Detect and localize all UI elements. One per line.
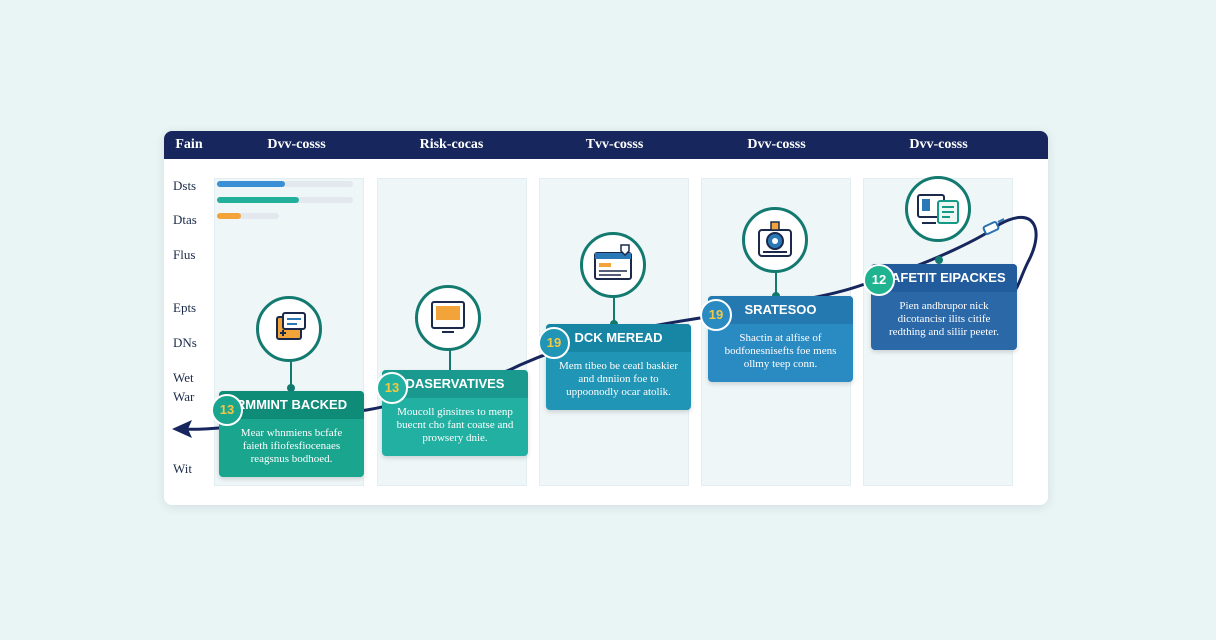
header-column-1: Dvv-cosss xyxy=(267,137,326,152)
progress-bar-orange xyxy=(217,213,241,219)
row-label: Wet xyxy=(173,370,194,385)
step-badge: 19 xyxy=(538,327,570,359)
step-badge: 19 xyxy=(700,299,732,331)
row-label: Dsts xyxy=(173,178,197,193)
monitor-icon xyxy=(431,301,465,333)
header-row: Fain Dvv-cosss Risk-cocas Tvv-cosss Dvv-… xyxy=(164,131,1048,159)
step-card-body: Mem tibeo be ceatl baskier and dnniion f… xyxy=(558,360,679,398)
step-card-1[interactable]: RMMINT BACKED Mear whnmiens bcfafe faiet… xyxy=(211,391,364,477)
step-badge: 12 xyxy=(863,264,895,296)
row-label: Wit xyxy=(173,461,192,476)
robot-head-icon xyxy=(758,221,792,257)
icon-circle xyxy=(905,176,971,242)
connector-dot xyxy=(935,256,943,264)
browser-window-icon xyxy=(594,244,632,280)
connector-stem xyxy=(290,362,292,392)
step-badge: 13 xyxy=(211,394,243,426)
row-label: Epts xyxy=(173,300,197,315)
progress-bar-blue xyxy=(217,181,285,187)
step-card-5[interactable]: SAFETIT EIPACKES Pien andbrupor nick dic… xyxy=(863,264,1017,350)
icon-circle xyxy=(580,232,646,298)
row-label: DNs xyxy=(173,335,197,350)
step-card-body: Mear whnmiens bcfafe faieth ifiofesfioce… xyxy=(240,427,343,465)
step-card-title: SRATESOO xyxy=(708,296,853,324)
step-card-body: Shactin at alfise of bodfonesnisefts foe… xyxy=(724,332,837,370)
step-card-4[interactable]: SRATESOO Shactin at alfise of bodfonesni… xyxy=(700,296,853,382)
step-card-title: SAFETIT EIPACKES xyxy=(871,264,1017,292)
connector-stem xyxy=(775,271,777,297)
progress-track xyxy=(217,181,353,187)
inbox-tray-icon xyxy=(276,312,306,340)
progress-track xyxy=(217,213,279,219)
arrow-head-icon xyxy=(172,420,192,438)
connector-dot xyxy=(287,384,295,392)
row-label: War xyxy=(173,389,195,404)
step-card-2[interactable]: DASERVATIVES Moucoll ginsitres to menp b… xyxy=(376,370,528,456)
row-label: Flus xyxy=(173,247,196,262)
header-column-2: Risk-cocas xyxy=(419,137,484,152)
step-card-3[interactable]: DCK MEREAD Mem tibeo be ceatl baskier an… xyxy=(538,324,691,410)
step-badge: 13 xyxy=(376,372,408,404)
step-card-title: DCK MEREAD xyxy=(546,324,691,352)
icon-circle xyxy=(256,296,322,362)
header-column-5: Dvv-cosss xyxy=(909,137,968,152)
connector-stem xyxy=(613,296,615,326)
connector-stem xyxy=(449,350,451,378)
icon-circle xyxy=(742,207,808,273)
icon-circle xyxy=(415,285,481,351)
row-label: Dtas xyxy=(173,212,197,227)
progress-bar-teal xyxy=(217,197,299,203)
step-card-body: Moucoll ginsitres to menp buecnt cho fan… xyxy=(396,406,514,444)
step-card-body: Pien andbrupor nick dicotancisr ilits ci… xyxy=(889,300,999,338)
header-column-3: Tvv-cosss xyxy=(585,137,644,152)
step-card-title: RMMINT BACKED xyxy=(219,391,364,419)
header-column-4: Dvv-cosss xyxy=(747,137,806,152)
plug-icon xyxy=(982,218,1005,235)
header-corner-label: Fain xyxy=(175,137,203,152)
devices-icon xyxy=(917,194,959,224)
